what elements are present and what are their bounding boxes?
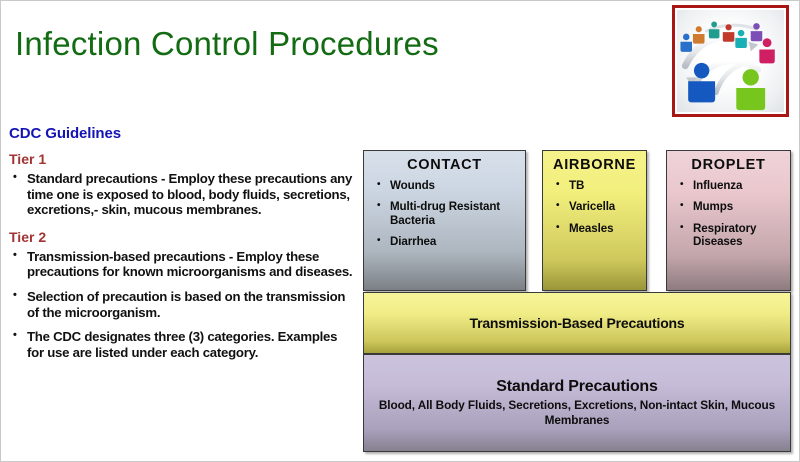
list-item: Standard precautions - Employ these prec…	[9, 170, 355, 218]
list-item: TB	[555, 178, 642, 192]
list-item: Selection of precaution is based on the …	[9, 288, 355, 320]
list-item: Measles	[555, 221, 642, 235]
page-title: Infection Control Procedures	[15, 25, 439, 62]
tier-2-bullet-list: Transmission-based precautions - Employ …	[9, 248, 355, 361]
standard-precautions-band: Standard Precautions Blood, All Body Flu…	[363, 354, 791, 452]
list-item: Influenza	[679, 178, 786, 192]
standard-precautions-label: Standard Precautions	[496, 378, 658, 395]
category-list-contact: Wounds Multi-drug Resistant Bacteria Dia…	[368, 178, 521, 249]
list-item: Respiratory Diseases	[679, 221, 786, 249]
tier-2-heading: Tier 2	[9, 228, 47, 245]
list-item: Mumps	[679, 199, 786, 213]
transmission-based-precautions-band: Transmission-Based Precautions	[363, 292, 791, 354]
hero-image-inner	[677, 10, 784, 112]
list-item: The CDC designates three (3) categories.…	[9, 328, 355, 360]
people-network-icon	[680, 21, 775, 111]
category-list-droplet: Influenza Mumps Respiratory Diseases	[671, 178, 786, 249]
cdc-guidelines-heading: CDC Guidelines	[9, 125, 121, 142]
transmission-based-precautions-label: Transmission-Based Precautions	[469, 315, 685, 331]
category-box-airborne: AIRBORNE TB Varicella Measles	[542, 150, 647, 291]
category-box-droplet: DROPLET Influenza Mumps Respiratory Dise…	[666, 150, 791, 291]
standard-precautions-sublabel: Blood, All Body Fluids, Secretions, Excr…	[378, 398, 776, 427]
list-item: Diarrhea	[376, 234, 521, 248]
list-item: Transmission-based precautions - Employ …	[9, 248, 355, 280]
category-title-contact: CONTACT	[407, 157, 482, 173]
precautions-diagram: CONTACT Wounds Multi-drug Resistant Bact…	[363, 150, 791, 452]
list-item: Wounds	[376, 178, 521, 192]
tier-1-bullet-list: Standard precautions - Employ these prec…	[9, 170, 355, 218]
category-title-airborne: AIRBORNE	[553, 157, 636, 173]
list-item: Varicella	[555, 199, 642, 213]
category-title-droplet: DROPLET	[691, 157, 766, 173]
list-item: Multi-drug Resistant Bacteria	[376, 199, 521, 227]
left-content-column: CDC Guidelines Tier 1 Standard precautio…	[9, 125, 355, 360]
network-of-people-illustration	[672, 5, 789, 117]
tier-1-heading: Tier 1	[9, 151, 47, 167]
category-list-airborne: TB Varicella Measles	[547, 178, 642, 235]
category-box-contact: CONTACT Wounds Multi-drug Resistant Bact…	[363, 150, 526, 291]
